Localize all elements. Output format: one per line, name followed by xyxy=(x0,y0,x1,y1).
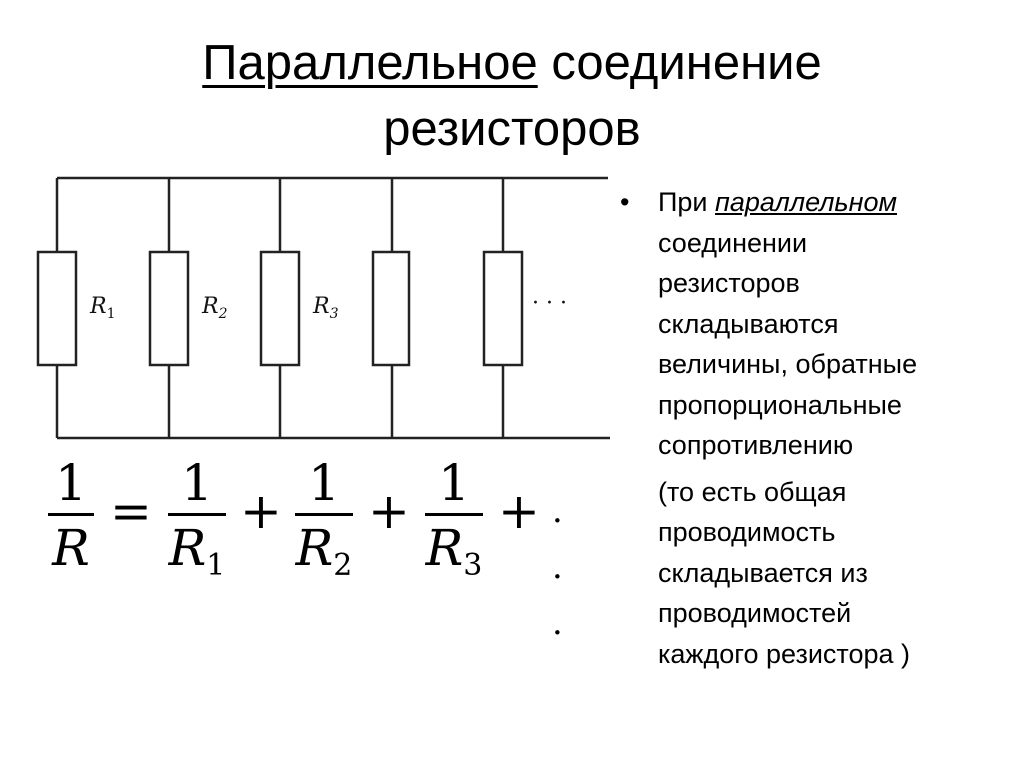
lhs-fraction: 1 R xyxy=(48,455,94,576)
bullet-note: (то есть общая проводимость складывается… xyxy=(658,476,911,669)
formula-ellipsis: · · · xyxy=(552,501,563,653)
emphasis-word: параллельном xyxy=(715,187,898,217)
label-r2: R2 xyxy=(201,294,228,322)
label-r3: R3 xyxy=(312,294,339,322)
bullet-item: • При параллельном соединении резисторов… xyxy=(620,182,1015,466)
bullet-list: • При параллельном соединении резисторов… xyxy=(620,182,1015,674)
resistor-r5 xyxy=(482,250,524,367)
title-line-2: резисторов xyxy=(383,102,641,156)
circuit-ellipsis: · · · xyxy=(532,291,567,316)
term-1-fraction: 1 R1 xyxy=(168,454,226,583)
resistor-r4 xyxy=(371,250,411,367)
resistor-r3 xyxy=(259,250,301,367)
resistor-r1 xyxy=(36,250,78,367)
resistor-r2 xyxy=(148,250,190,367)
equals-sign: = xyxy=(110,482,152,540)
label-r1: R1 xyxy=(89,294,116,322)
plus-sign: + xyxy=(368,482,410,540)
title-line-1: Параллельное соединение xyxy=(0,30,1024,96)
title-underlined-word: Параллельное xyxy=(202,36,538,90)
term-2-fraction: 1 R2 xyxy=(295,454,353,583)
term-3-fraction: 1 R3 xyxy=(425,454,483,583)
title-rest: соединение xyxy=(537,36,822,90)
plus-sign: + xyxy=(240,482,282,540)
slide-title: Параллельное соединение резисторов xyxy=(0,30,1024,162)
bullet-marker: • xyxy=(620,187,630,217)
parallel-circuit-diagram: R1 R2 R3 · · · xyxy=(36,176,610,440)
plus-sign: + xyxy=(498,482,540,540)
